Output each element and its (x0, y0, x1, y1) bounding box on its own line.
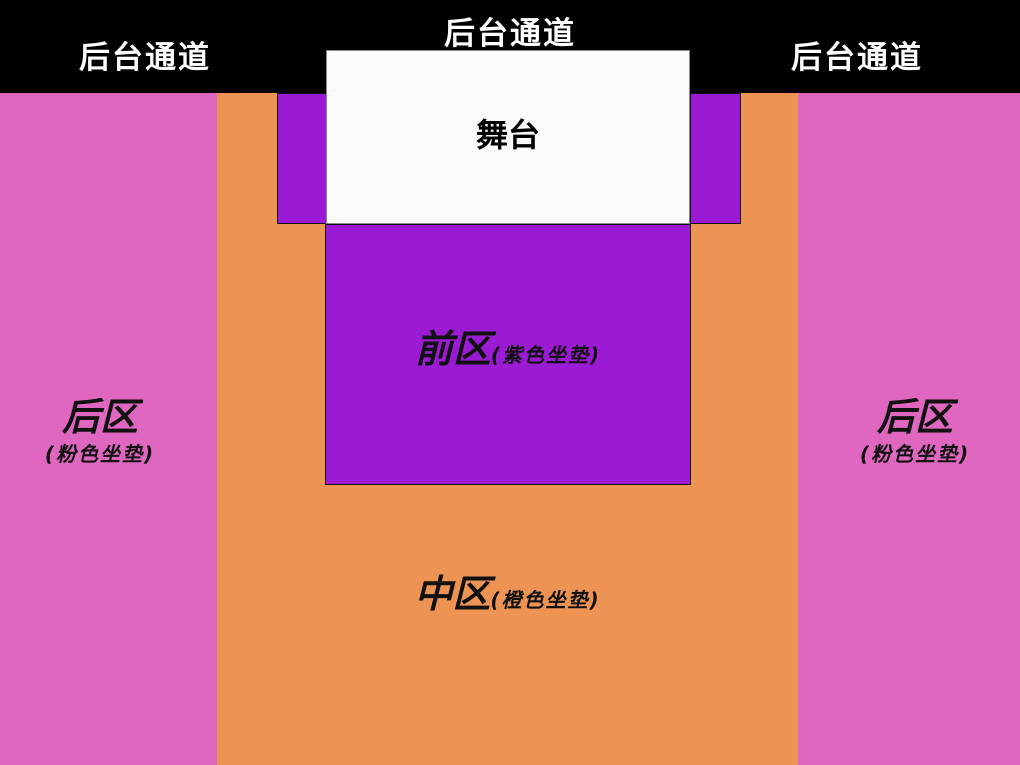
rear-right-label: 后区 (粉色坐垫) (815, 396, 1015, 467)
rear-zone-right (798, 93, 1020, 765)
rear-right-note: (粉色坐垫) (859, 442, 971, 466)
side-purple-right (690, 93, 741, 224)
middle-zone-note: (橙色坐垫) (490, 588, 601, 612)
rear-left-note: (粉色坐垫) (44, 442, 156, 466)
middle-zone-label: 中区(橙色坐垫) (217, 563, 798, 618)
front-zone-label: 前区(紫色坐垫) (325, 318, 691, 373)
rear-left-label: 后区 (粉色坐垫) (0, 396, 200, 467)
rear-left-name: 后区 (61, 395, 138, 439)
front-zone (325, 224, 691, 485)
backstage-label-left: 后台通道 (79, 40, 211, 76)
backstage-label-center: 后台通道 (444, 16, 576, 52)
side-purple-left (277, 93, 328, 224)
rear-zone-left (0, 93, 217, 765)
middle-zone-name: 中区 (414, 572, 491, 616)
stage (326, 50, 690, 224)
front-zone-name: 前区 (414, 327, 491, 371)
backstage-label-right: 后台通道 (791, 40, 923, 76)
stage-label: 舞台 (475, 116, 540, 154)
front-zone-note: (紫色坐垫) (490, 343, 602, 367)
rear-right-name: 后区 (876, 395, 953, 439)
